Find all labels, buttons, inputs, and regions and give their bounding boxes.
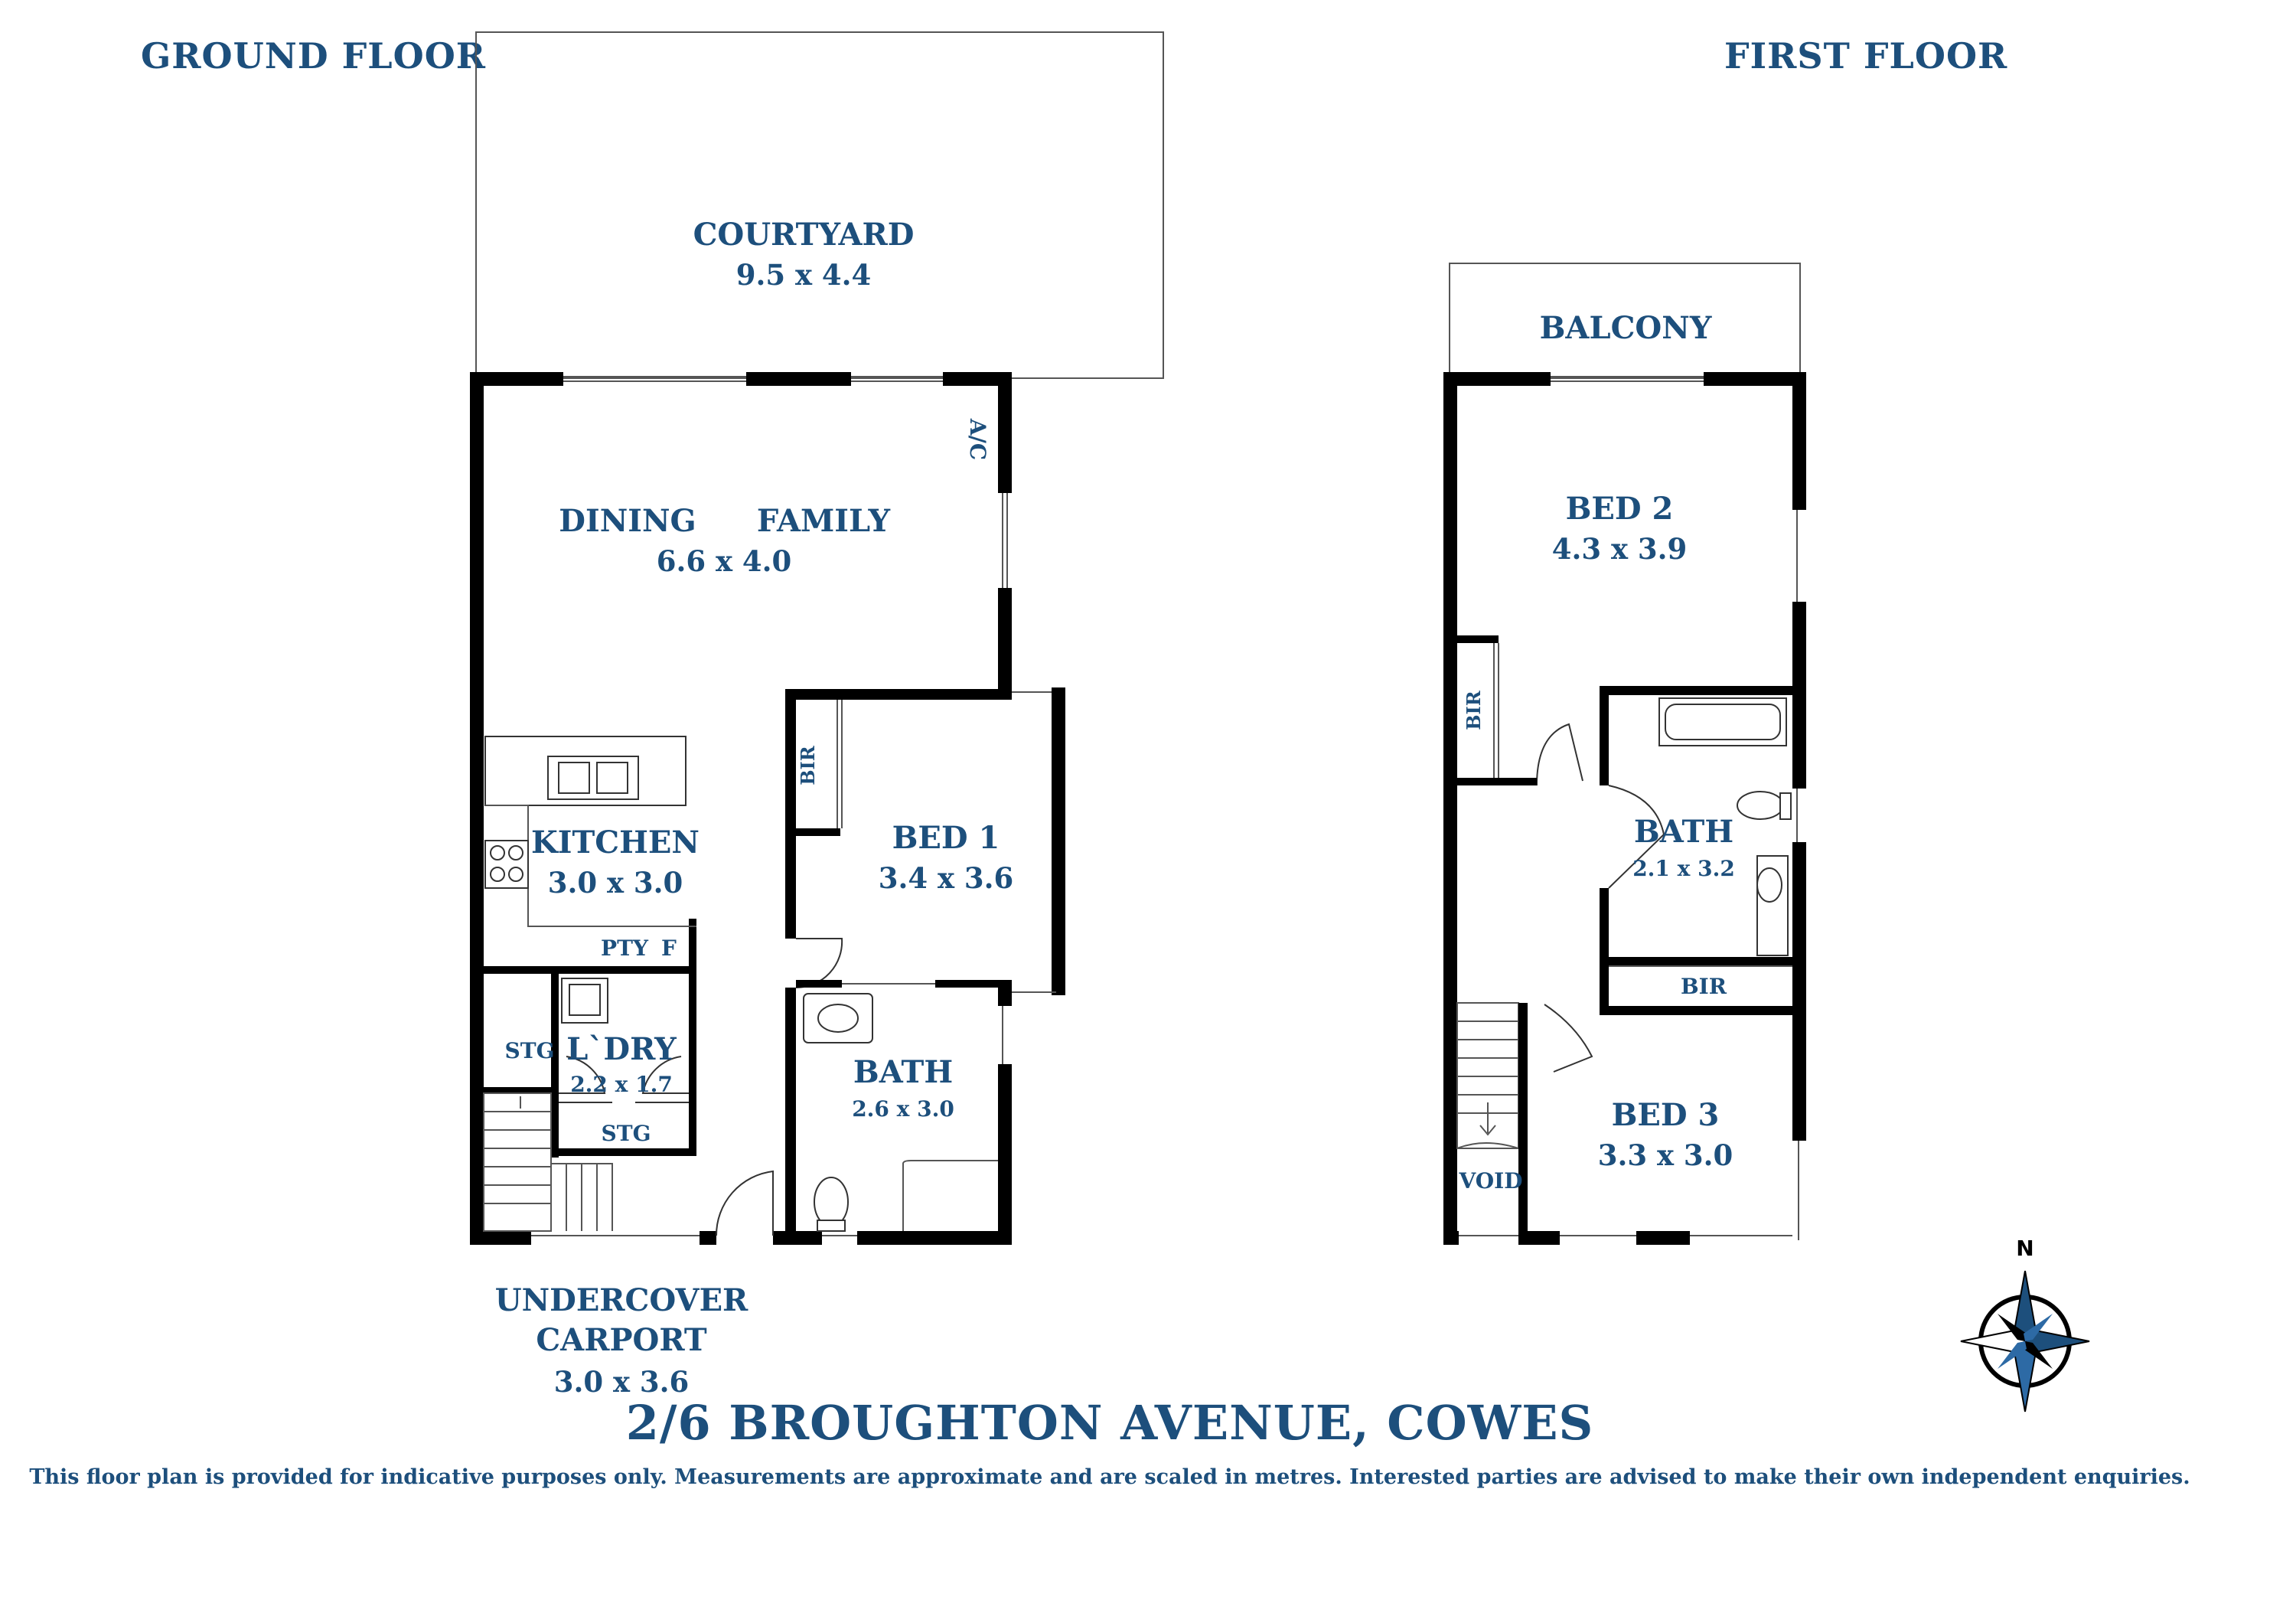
wall: [785, 689, 1012, 700]
bed1-label: BED 1: [892, 820, 1000, 856]
wall: [1792, 842, 1806, 1141]
wall: [1704, 372, 1806, 386]
kitchen-label: KITCHEN: [531, 825, 700, 860]
fridge-label: F: [661, 936, 677, 961]
sink-bowl: [596, 762, 628, 794]
wall: [700, 1231, 716, 1245]
wall: [746, 372, 851, 386]
cooktop: [484, 840, 529, 889]
wall: [1443, 1231, 1459, 1245]
wall: [1600, 686, 1792, 695]
wall: [857, 1231, 1012, 1245]
ground-stairs: [483, 1092, 613, 1232]
wall: [1443, 372, 1551, 386]
kitchen-dims: 3.0 x 3.0: [548, 866, 683, 900]
toilet: [814, 1177, 849, 1227]
bath-first-label: BATH: [1634, 814, 1733, 850]
wall: [470, 372, 563, 386]
courtyard-label: COURTYARD: [693, 217, 915, 253]
wall: [1600, 686, 1609, 785]
family-dims: 6.6 x 4.0: [657, 544, 792, 578]
wall: [796, 980, 842, 988]
bath-ground-label: BATH: [853, 1054, 953, 1090]
wall: [998, 372, 1012, 493]
wall: [1518, 1003, 1528, 1245]
wall: [785, 689, 796, 939]
wall: [1792, 372, 1806, 510]
wall: [998, 988, 1012, 1006]
balcony-outline: [1449, 263, 1801, 379]
bath-first-dims: 2.1 x 3.2: [1632, 856, 1735, 881]
ground-floor-plan: [470, 31, 1164, 1245]
wall: [935, 980, 1012, 988]
wall: [551, 974, 559, 1158]
ac-label: A/C: [965, 418, 990, 460]
bed2-dims: 4.3 x 3.9: [1552, 532, 1688, 566]
ground-floor-title: GROUND FLOOR: [141, 35, 487, 77]
carport-dims: 3.0 x 3.6: [554, 1365, 690, 1399]
wall: [1457, 778, 1537, 785]
wall: [1600, 888, 1609, 1015]
first-floor-stairs: [1456, 1002, 1519, 1149]
bed3-dims: 3.3 x 3.0: [1598, 1138, 1733, 1172]
stg-lower-label: STG: [602, 1121, 651, 1146]
wall: [998, 588, 1012, 695]
dining-label: DINING: [559, 503, 696, 539]
bath-ground-dims: 2.6 x 3.0: [852, 1096, 954, 1122]
wall: [470, 1231, 531, 1245]
compass-rose-icon: [1960, 1270, 2090, 1412]
wall: [1600, 1006, 1792, 1015]
courtyard-outline: [475, 31, 1164, 379]
wall: [470, 372, 484, 1245]
wall: [943, 372, 1012, 386]
carport-label-line2: CARPORT: [536, 1322, 707, 1358]
pantry-label: PTY: [601, 936, 649, 961]
wall: [785, 988, 796, 1245]
wall: [1443, 372, 1457, 1245]
void-label: VOID: [1458, 1168, 1522, 1194]
disclaimer-text: This floor plan is provided for indicati…: [29, 1465, 2190, 1489]
wall: [1792, 602, 1806, 789]
bir-first-left-label: BIR: [1463, 690, 1485, 730]
laundry-dims: 2.2 x 1.7: [570, 1072, 673, 1097]
wall: [998, 1064, 1012, 1245]
wall: [484, 1087, 551, 1093]
courtyard-dims: 9.5 x 4.4: [736, 258, 872, 292]
wall: [1521, 1231, 1560, 1245]
wall: [551, 1148, 696, 1156]
property-address: 2/6 BROUGHTON AVENUE, COWES: [625, 1395, 1594, 1451]
bir-hall-label: BIR: [1681, 974, 1727, 999]
wall: [1457, 635, 1499, 643]
wall: [1600, 957, 1792, 966]
bir-bed1-label: BIR: [797, 745, 819, 785]
wall: [1052, 687, 1065, 995]
bed1-dims: 3.4 x 3.6: [879, 861, 1014, 895]
wall: [1636, 1231, 1690, 1245]
wall: [484, 966, 696, 974]
family-label: FAMILY: [757, 503, 891, 539]
compass-north-label: N: [2016, 1236, 2033, 1261]
stg-left-label: STG: [505, 1038, 555, 1063]
wall: [689, 919, 696, 1156]
toilet: [1737, 791, 1784, 820]
first-floor-plan: [1443, 263, 1806, 1245]
wall: [773, 1231, 822, 1245]
first-floor-title: FIRST FLOOR: [1724, 35, 2008, 77]
bed3-label: BED 3: [1612, 1097, 1720, 1133]
carport-label-line1: UNDERCOVER: [495, 1282, 748, 1318]
bed2-label: BED 2: [1566, 491, 1674, 527]
laundry-label: L`DRY: [566, 1031, 677, 1067]
sink-bowl: [558, 762, 590, 794]
balcony-label: BALCONY: [1540, 310, 1712, 346]
wall: [796, 828, 840, 836]
